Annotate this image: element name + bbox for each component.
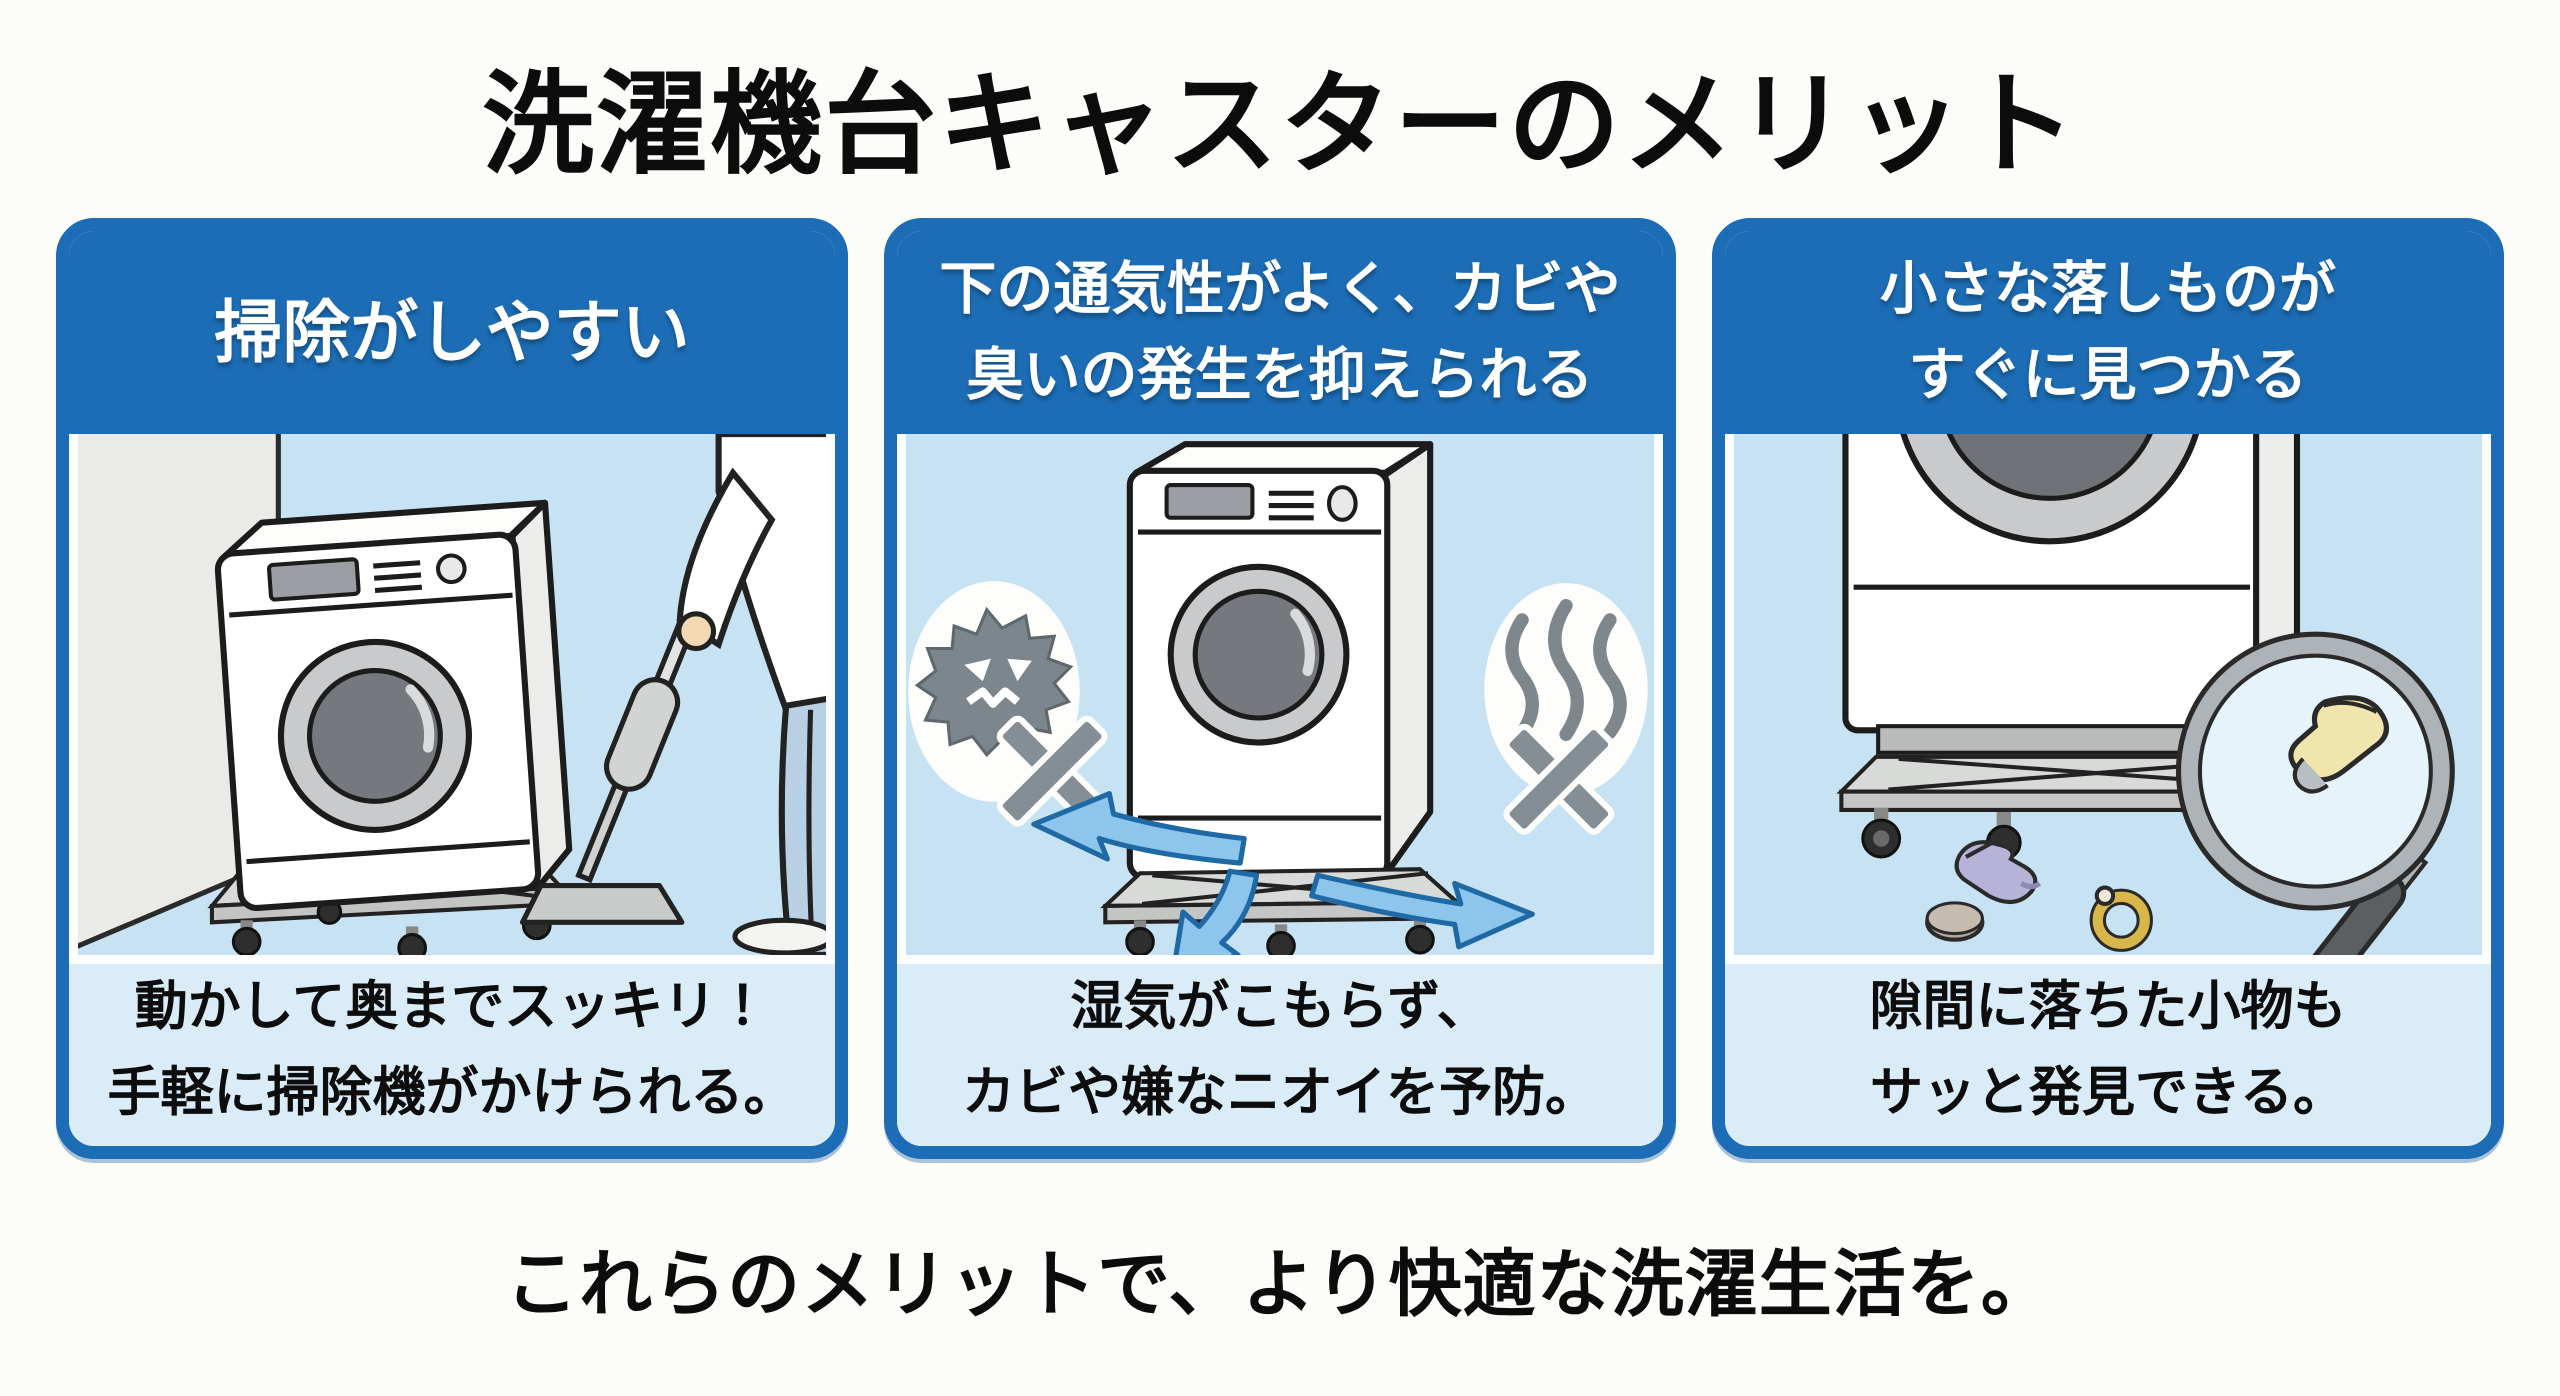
panel-2-caption-line-2: カビや嫌なニオイを予防。 — [962, 1063, 1598, 1122]
x-mark-icon — [1503, 723, 1615, 835]
page-title: 洗濯機台キャスターのメリット — [482, 62, 2078, 187]
washing-machine — [214, 499, 573, 912]
arrow-right — [1309, 872, 1535, 950]
caster-wheel — [1125, 920, 1155, 955]
footer-tagline: これらのメリットで、より快適な洗濯生活を。 — [505, 1244, 2055, 1325]
sock-in-lens — [2288, 695, 2389, 794]
panel-2-header-line-1: 下の通気性がよく、カビや — [939, 257, 1621, 321]
magnifier-icon — [2175, 631, 2455, 955]
panel-3-caption: 隙間に落ちた小物も サッと発見できる。 — [1725, 964, 2491, 1146]
machine-base — [1876, 724, 2234, 755]
panel-3-header-line-2: すぐに見つかる — [1908, 342, 2308, 407]
panel-1-illustration — [69, 434, 835, 964]
person — [676, 434, 826, 955]
arrow-down — [1173, 868, 1260, 955]
caster-wheel — [231, 920, 262, 955]
x-mark-icon — [996, 715, 1108, 827]
panel-3-caption-line-1: 隙間に落ちた小物も — [1869, 977, 2347, 1037]
washing-machine — [1842, 434, 2301, 755]
panel-1-header-line-1: 掃除がしやすい — [214, 294, 690, 371]
caster-wheel — [1266, 924, 1296, 955]
dropped-items — [1925, 840, 2153, 952]
panel-find-items: 小さな落しものが すぐに見つかる — [1712, 218, 2504, 1159]
pants — [778, 695, 826, 955]
panel-2-header: 下の通気性がよく、カビや 臭いの発生を抑えられる — [897, 231, 1663, 434]
lost-items-scene — [1836, 434, 2455, 955]
arrow-left — [1031, 791, 1247, 866]
panel-2-illustration — [897, 434, 1663, 964]
panel-2-caption-line-1: 湿気がこもらず、 — [1070, 977, 1490, 1037]
airflow-arrows — [1031, 791, 1535, 955]
panel-easy-cleaning: 掃除がしやすい — [56, 218, 848, 1159]
sock-icon — [1954, 840, 2042, 904]
airflow-scene — [908, 441, 1648, 955]
panel-1-caption-line-2: 手軽に掃除機がかけられる。 — [107, 1063, 797, 1122]
panel-3-illustration — [1725, 434, 2491, 964]
panel-2-caption: 湿気がこもらず、 カビや嫌なニオイを予防。 — [897, 964, 1663, 1146]
odor-icon — [1484, 583, 1648, 835]
panel-3-header: 小さな落しものが すぐに見つかる — [1725, 231, 2491, 434]
caster-wheel — [1405, 918, 1435, 955]
caster-wheel — [397, 926, 427, 955]
washing-machine — [1126, 441, 1434, 881]
panel-3-header-line-1: 小さな落しものが — [1880, 257, 2336, 321]
benefit-panels: 掃除がしやすい — [0, 218, 2560, 1159]
panel-1-caption: 動かして奥までスッキリ！ 手軽に掃除機がかけられる。 — [69, 964, 835, 1146]
panel-ventilation: 下の通気性がよく、カビや 臭いの発生を抑えられる — [884, 218, 1676, 1159]
panel-3-caption-line-2: サッと発見できる。 — [1870, 1063, 2346, 1122]
caster-wheel — [1861, 807, 1902, 859]
slipper — [732, 917, 826, 955]
panel-1-caption-line-1: 動かして奥までスッキリ！ — [134, 977, 770, 1037]
coin-icon — [1925, 901, 1985, 942]
panel-2-header-line-2: 臭いの発生を抑えられる — [966, 342, 1594, 407]
hand — [676, 611, 717, 652]
mold-icon — [908, 581, 1108, 827]
vacuuming-scene — [78, 434, 826, 955]
ring-icon — [2089, 885, 2153, 952]
panel-1-header: 掃除がしやすい — [69, 231, 835, 434]
